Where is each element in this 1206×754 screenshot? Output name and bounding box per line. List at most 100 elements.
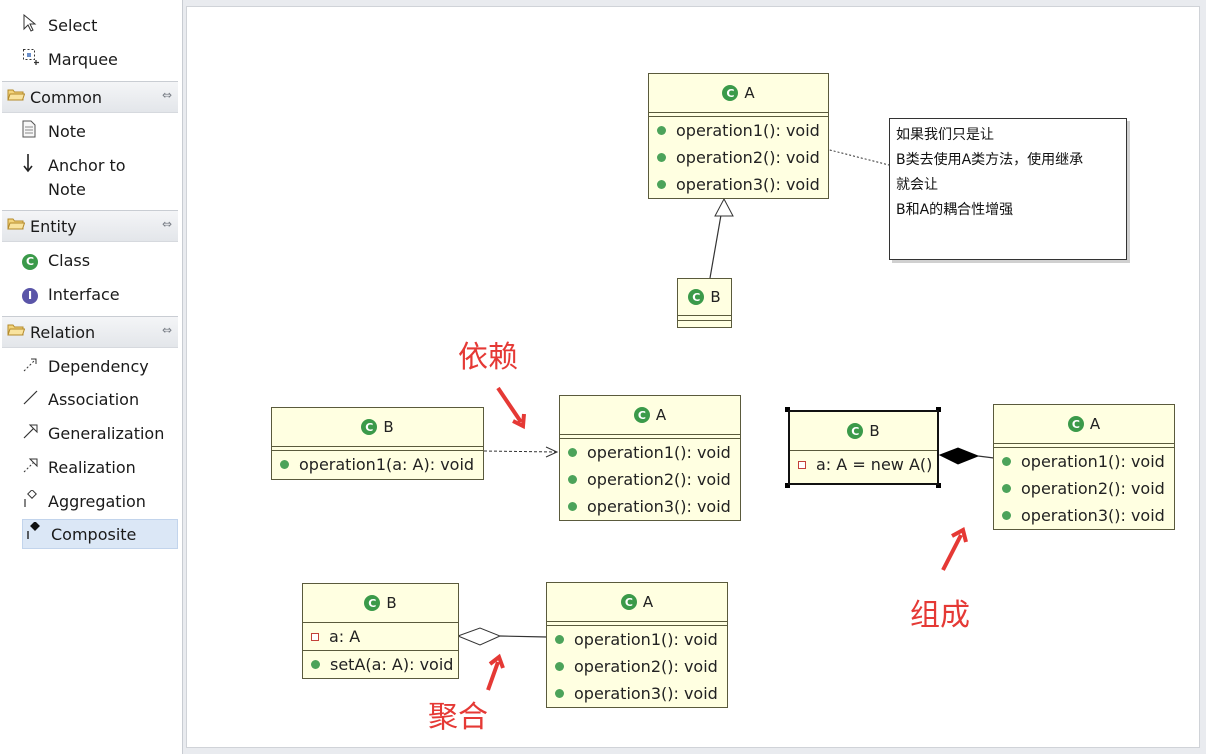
palette-item-note[interactable]: Note	[22, 120, 86, 148]
drawer-label: Relation	[30, 322, 96, 342]
interface-icon: I	[22, 283, 48, 305]
palette-item-label: Interface	[48, 285, 120, 304]
operation-row[interactable]: operation2(): void	[994, 475, 1174, 502]
label-aggregation: 聚合	[428, 700, 488, 735]
pin-icon[interactable]: ⇔	[161, 323, 172, 337]
palette-item-label: Composite	[51, 524, 137, 544]
attribute-label: a: A = new A()	[816, 455, 933, 474]
class-icon: C	[1067, 416, 1084, 432]
class-box-b-composite[interactable]: C B a: A = new A()	[788, 410, 939, 485]
operation-row[interactable]: operation2(): void	[649, 144, 828, 171]
operation-label: operation2(): void	[676, 148, 820, 167]
class-header: C B	[790, 412, 937, 451]
class-name: A	[1089, 415, 1101, 433]
pin-icon[interactable]: ⇔	[161, 217, 172, 231]
public-operation-icon	[568, 475, 577, 484]
association-icon	[22, 388, 48, 412]
operation-label: setA(a: A): void	[330, 655, 454, 674]
palette-item-dependency[interactable]: Dependency	[22, 355, 149, 383]
palette-item-interface[interactable]: I Interface	[22, 283, 120, 311]
class-icon: C	[22, 249, 48, 271]
attributes-compartment	[272, 447, 483, 451]
operation-row[interactable]: operation1(): void	[547, 626, 727, 653]
class-box-a-dependency[interactable]: C A operation1(): void operation2(): voi…	[559, 395, 741, 521]
operation-row[interactable]: operation3(): void	[560, 493, 740, 520]
palette-item-anchor-to-note[interactable]: Anchor to Note	[22, 153, 126, 203]
class-name: B	[869, 422, 880, 440]
operation-row[interactable]: operation3(): void	[649, 171, 828, 198]
class-icon: C	[722, 85, 739, 101]
public-operation-icon	[555, 635, 564, 644]
attribute-label: a: A	[329, 627, 361, 646]
palette-item-class[interactable]: C Class	[22, 249, 90, 277]
palette-item-label: Association	[48, 390, 140, 409]
public-operation-icon	[1002, 457, 1011, 466]
operation-row[interactable]: operation2(): void	[547, 653, 727, 680]
class-box-b-aggregation[interactable]: C B a: A setA(a: A): void	[302, 583, 459, 679]
class-header: C A	[994, 405, 1174, 444]
operation-row[interactable]: operation1(): void	[649, 117, 828, 144]
class-box-a-aggregation[interactable]: C A operation1(): void operation2(): voi…	[546, 582, 728, 708]
private-attribute-icon	[798, 460, 806, 469]
aggregation-icon	[22, 489, 48, 514]
public-operation-icon	[568, 448, 577, 457]
palette-sidebar: Select Marquee Common ⇔ Note Anchor to N…	[0, 0, 183, 754]
operation-row[interactable]: operation1(a: A): void	[272, 451, 483, 478]
palette-tool-label: Marquee	[48, 50, 118, 69]
public-operation-icon	[657, 126, 666, 135]
class-header: C A	[560, 396, 740, 435]
class-box-a-inherit[interactable]: C A operation1(): void operation2(): voi…	[648, 73, 829, 199]
pin-icon[interactable]: ⇔	[161, 88, 172, 102]
operation-row[interactable]: operation3(): void	[547, 680, 727, 707]
generalization-icon	[22, 422, 48, 446]
class-box-b-inherit[interactable]: C B	[677, 278, 732, 328]
palette-item-label: Generalization	[48, 424, 165, 443]
class-icon: C	[361, 419, 378, 435]
palette-item-association[interactable]: Association	[22, 388, 139, 416]
anchor-arrow-icon	[22, 153, 48, 179]
folder-open-icon	[2, 88, 30, 106]
palette-item-aggregation[interactable]: Aggregation	[22, 489, 146, 518]
label-composite: 组成	[910, 598, 970, 633]
operation-label: operation3(): void	[676, 175, 820, 194]
class-box-a-composite[interactable]: C A operation1(): void operation2(): voi…	[993, 404, 1175, 530]
folder-open-icon	[2, 217, 30, 235]
label-dependency: 依赖	[458, 340, 518, 375]
palette-tool-marquee[interactable]: Marquee	[22, 48, 118, 76]
operation-label: operation2(): void	[1021, 479, 1165, 498]
public-operation-icon	[555, 662, 564, 671]
operation-label: operation1(): void	[574, 630, 718, 649]
attributes-compartment	[994, 444, 1174, 448]
note-line: 如果我们只是让	[896, 127, 994, 143]
class-box-b-dependency[interactable]: C B operation1(a: A): void	[271, 407, 484, 480]
drawer-relation[interactable]: Relation ⇔	[2, 316, 178, 348]
class-name: B	[386, 594, 397, 612]
class-icon: C	[364, 595, 381, 611]
operation-row[interactable]: operation3(): void	[994, 502, 1174, 529]
operation-label: operation3(): void	[1021, 506, 1165, 525]
operation-row[interactable]: operation1(): void	[994, 448, 1174, 475]
attributes-compartment	[649, 113, 828, 117]
attribute-row[interactable]: a: A	[303, 623, 458, 651]
public-operation-icon	[657, 153, 666, 162]
note-box[interactable]: 如果我们只是让 B类去使用A类方法，使用继承 就会让 B和A的耦合性增强	[889, 118, 1127, 260]
class-name: A	[655, 406, 667, 424]
palette-item-realization[interactable]: Realization	[22, 456, 136, 484]
operation-row[interactable]: setA(a: A): void	[303, 651, 458, 678]
operation-row[interactable]: operation2(): void	[560, 466, 740, 493]
public-operation-icon	[311, 660, 320, 669]
palette-tool-label: Select	[48, 16, 98, 35]
class-header: C A	[547, 583, 727, 622]
operation-label: operation2(): void	[574, 657, 718, 676]
palette-item-generalization[interactable]: Generalization	[22, 422, 164, 450]
palette-tool-select[interactable]: Select	[22, 13, 98, 42]
operation-row[interactable]: operation1(): void	[560, 439, 740, 466]
attribute-row[interactable]: a: A = new A()	[790, 451, 937, 478]
palette-item-composite[interactable]: Composite	[22, 519, 178, 549]
class-name: B	[710, 288, 721, 306]
drawer-entity[interactable]: Entity ⇔	[2, 210, 178, 242]
realization-icon	[22, 456, 48, 480]
drawer-common[interactable]: Common ⇔	[2, 81, 178, 113]
palette-item-label: Realization	[48, 458, 136, 477]
class-icon: C	[688, 289, 705, 305]
